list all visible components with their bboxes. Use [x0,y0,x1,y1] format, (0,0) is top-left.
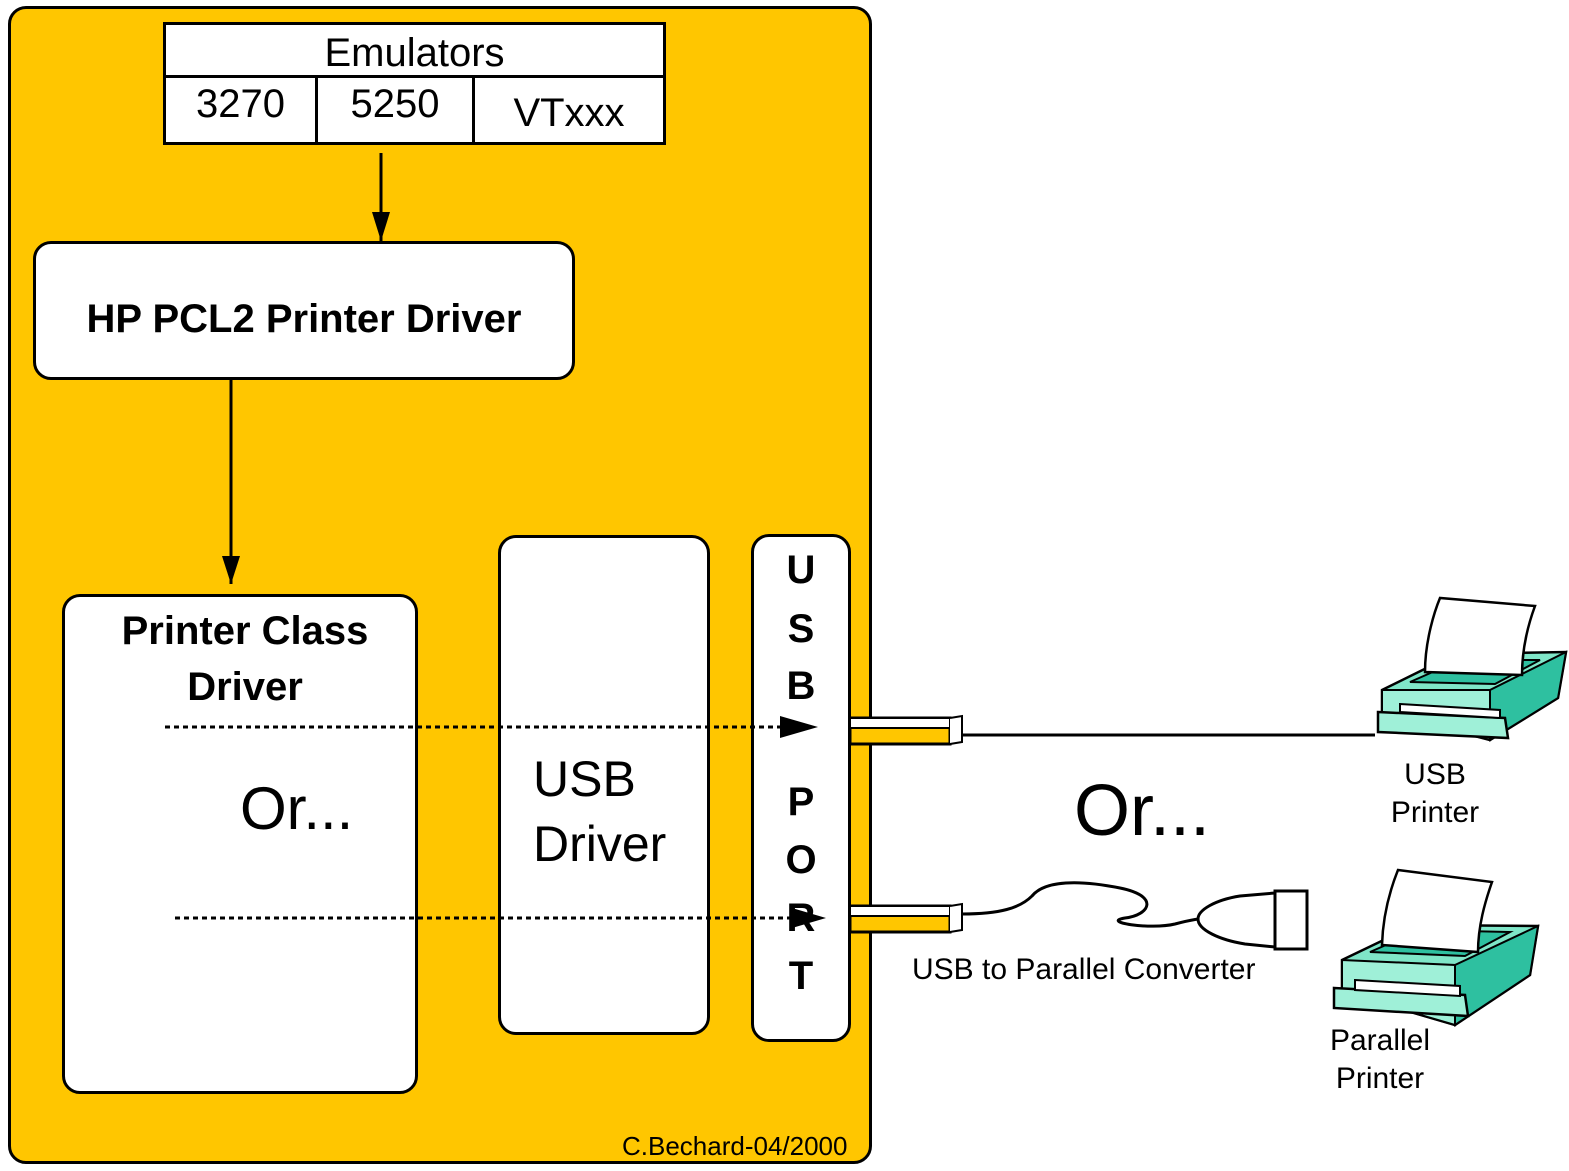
usb-printer-line1: USB [1404,758,1466,791]
printer-class-driver-box: Printer Class Driver [62,594,418,1094]
usb-port-box [751,534,851,1042]
emulator-vtxxx: VTxxx [513,91,625,135]
parallel-printer-label: Parallel Printer [1310,1024,1450,1096]
printer-class-driver-line1: Printer Class [121,609,369,653]
pcl-driver-label: HP PCL2 Printer Driver [86,297,522,341]
usb-port-letter-b: B [786,664,816,708]
converter-label: USB to Parallel Converter [912,953,1256,986]
credit-label: C.Bechard-04/2000 [622,1131,848,1161]
arrowhead-dotted-lower [792,908,826,928]
usb-driver-line1: USB [533,751,636,807]
pcl-driver-box: HP PCL2 Printer Driver [33,241,575,380]
parallel-printer-line1: Parallel [1329,1024,1431,1057]
printer-class-driver-line2: Driver [187,665,303,709]
usb-plug-lower [848,902,963,934]
or-inner-label: Or... [240,775,354,842]
usb-port-letter-s: S [787,607,815,651]
usb-driver-box: USB Driver [498,535,710,1035]
emulator-5250: 5250 [318,78,475,142]
arrowhead-pcl-to-printer-class [222,556,240,584]
usb-port-letter-u: U [786,548,816,592]
usb-port-letter-t: T [788,954,814,998]
usb-printer-label: USB Printer [1380,758,1490,830]
usb-port-letter-p: P [787,780,815,824]
parallel-printer-icon [1332,868,1540,1027]
emulators-title: Emulators [166,25,663,78]
usb-driver-line2: Driver [533,816,667,872]
or-outer-label: Or... [1074,771,1211,851]
emulators-table: Emulators 3270 5250 VTxxx [163,22,666,145]
usb-plug-upper [848,714,963,746]
arrowhead-emulators-to-pcl [372,212,390,241]
usb-printer-line2: Printer [1390,796,1480,829]
converter-cable [961,881,1211,928]
usb-printer-icon [1376,596,1568,742]
parallel-printer-line2: Printer [1335,1062,1425,1095]
parallel-connector [1196,889,1309,951]
printer-class-driver-label: Printer Class Driver [95,603,395,715]
arrowhead-dotted-upper [780,716,818,738]
emulator-3270: 3270 [166,78,318,142]
usb-port-letter-o: O [785,838,817,882]
